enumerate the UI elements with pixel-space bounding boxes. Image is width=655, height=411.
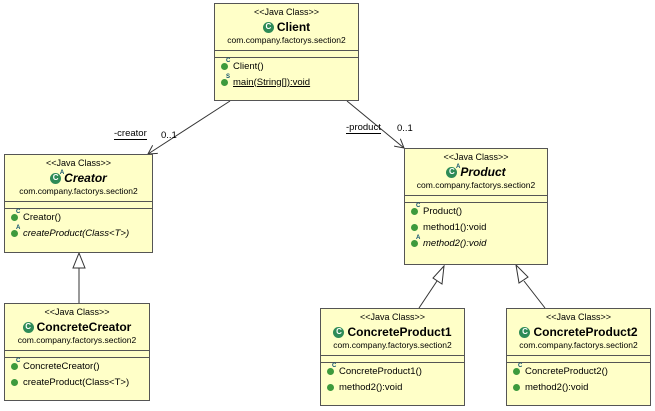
constructor-icon: C xyxy=(11,209,20,221)
method-row[interactable]: S main(String[]):void xyxy=(215,74,358,90)
stereotype-label: <<Java Class>> xyxy=(45,158,112,168)
method-row[interactable]: C Product() xyxy=(405,203,547,219)
package-label: com.company.factorys.section2 xyxy=(17,335,137,345)
method-icon xyxy=(11,378,18,386)
class-header: <<Java Class>> C Client com.company.fact… xyxy=(215,7,358,46)
inherit-line-concreteproduct1 xyxy=(418,280,438,309)
constructor-icon: C xyxy=(513,363,522,375)
method-name: createProduct(Class<T>) xyxy=(23,227,130,239)
method-row[interactable]: A method2():void xyxy=(405,235,547,251)
package-label: com.company.factorys.section2 xyxy=(19,186,138,196)
class-icon: C xyxy=(333,326,345,338)
abstract-method-icon: A xyxy=(11,225,20,237)
stereotype-label: <<Java Class>> xyxy=(359,312,426,322)
method-name: Client() xyxy=(233,60,264,72)
package-label: com.company.factorys.section2 xyxy=(416,180,536,190)
method-name: ConcreteCreator() xyxy=(23,360,100,372)
method-row[interactable]: A createProduct(Class<T>) xyxy=(5,225,152,241)
class-header: <<Java Class>> C ConcreteProduct2 com.co… xyxy=(507,312,650,351)
method-name: ConcreteProduct2() xyxy=(525,365,608,377)
method-icon xyxy=(513,383,520,391)
method-row[interactable]: method1():void xyxy=(405,219,547,235)
method-name: Creator() xyxy=(23,211,62,223)
method-row[interactable]: C ConcreteProduct2() xyxy=(507,363,650,379)
method-name: method2():void xyxy=(339,381,403,393)
method-name: method2():void xyxy=(423,237,487,249)
association-client-creator xyxy=(148,100,231,154)
method-row[interactable]: C ConcreteProduct1() xyxy=(321,363,464,379)
class-concrete-creator[interactable]: <<Java Class>> C ConcreteCreator com.com… xyxy=(4,303,150,401)
package-label: com.company.factorys.section2 xyxy=(227,35,346,45)
method-icon xyxy=(327,383,334,391)
constructor-icon: C xyxy=(221,58,230,70)
method-row[interactable]: createProduct(Class<T>) xyxy=(5,374,149,390)
method-row[interactable]: C ConcreteCreator() xyxy=(5,358,149,374)
constructor-icon: C xyxy=(327,363,336,375)
method-row[interactable]: method2():void xyxy=(321,379,464,395)
class-icon: C xyxy=(22,321,34,333)
method-name: Product() xyxy=(423,205,463,217)
creator-role-label: -creator xyxy=(114,128,147,140)
method-name: method2():void xyxy=(525,381,589,393)
class-concrete-product2[interactable]: <<Java Class>> C ConcreteProduct2 com.co… xyxy=(506,308,651,406)
class-name: ConcreteCreator xyxy=(36,320,132,334)
method-name: main(String[]):void xyxy=(233,76,311,88)
class-client[interactable]: <<Java Class>> C Client com.company.fact… xyxy=(214,3,359,101)
inherit-arrow-product-left xyxy=(432,264,445,285)
abstract-method-icon: A xyxy=(411,235,420,247)
class-name: ConcreteProduct1 xyxy=(347,325,452,339)
product-multiplicity-label: 0..1 xyxy=(397,123,413,134)
method-row[interactable]: C Client() xyxy=(215,58,358,74)
inherit-arrow-creator xyxy=(72,251,86,269)
stereotype-label: <<Java Class>> xyxy=(443,152,509,162)
method-name: method1():void xyxy=(423,221,487,233)
inherit-arrow-product-right xyxy=(515,263,529,284)
product-role-label: -product xyxy=(346,122,381,134)
creator-multiplicity-label: 0..1 xyxy=(161,130,177,141)
constructor-icon: C xyxy=(411,203,420,215)
method-row[interactable]: method2():void xyxy=(507,379,650,395)
package-label: com.company.factorys.section2 xyxy=(519,340,638,350)
class-header: <<Java Class>> C ConcreteCreator com.com… xyxy=(5,307,149,346)
class-icon: C xyxy=(519,326,531,338)
method-name: ConcreteProduct1() xyxy=(339,365,422,377)
method-icon xyxy=(411,223,418,231)
stereotype-label: <<Java Class>> xyxy=(253,7,320,17)
stereotype-label: <<Java Class>> xyxy=(44,307,110,317)
inherit-line-concreteproduct2 xyxy=(523,280,546,309)
class-concrete-product1[interactable]: <<Java Class>> C ConcreteProduct1 com.co… xyxy=(320,308,465,406)
class-name: Client xyxy=(276,20,311,34)
static-method-icon: S xyxy=(221,74,230,86)
stereotype-label: <<Java Class>> xyxy=(545,312,612,322)
package-label: com.company.factorys.section2 xyxy=(333,340,452,350)
method-name: createProduct(Class<T>) xyxy=(23,376,130,388)
method-row[interactable]: C Creator() xyxy=(5,209,152,225)
class-icon: C xyxy=(262,21,274,33)
constructor-icon: C xyxy=(11,358,20,370)
class-header: <<Java Class>> C ConcreteProduct1 com.co… xyxy=(321,312,464,351)
class-name: Product xyxy=(460,165,506,179)
class-name: ConcreteProduct2 xyxy=(533,325,638,339)
association-client-product xyxy=(346,100,404,148)
class-name: Creator xyxy=(64,171,107,185)
